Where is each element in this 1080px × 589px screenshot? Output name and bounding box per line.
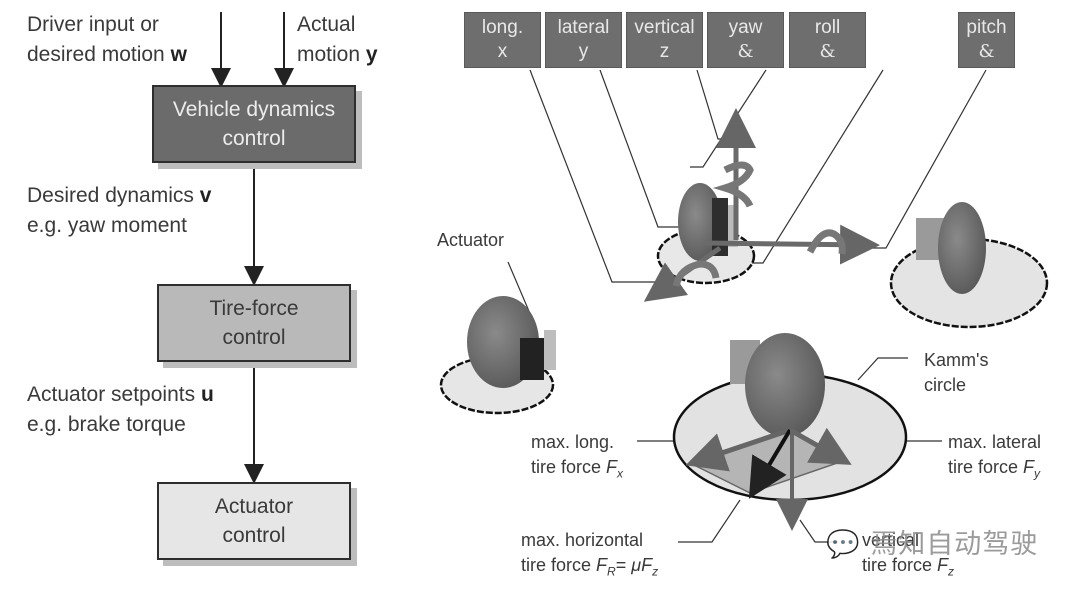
tab-vertical-label: vertical bbox=[634, 17, 695, 38]
var-w: w bbox=[170, 43, 187, 66]
actuator-control-box: Actuator control bbox=[157, 482, 351, 560]
fr-line1: max. horizontal bbox=[521, 530, 644, 550]
fz-line2: tire force bbox=[862, 555, 933, 575]
fr-line2: tire force bbox=[521, 555, 592, 575]
wechat-icon: 💬 bbox=[826, 529, 861, 560]
tab-vertical-symbol: z bbox=[659, 41, 670, 62]
fx-subscript: x bbox=[617, 466, 624, 481]
fx-label: max. long. tire force Fx bbox=[531, 430, 623, 487]
fy-symbol: F bbox=[1023, 457, 1035, 477]
box2-line1: Tire-force bbox=[209, 297, 299, 320]
leader-fr bbox=[678, 499, 741, 543]
fy-label: max. lateral tire force Fy bbox=[948, 430, 1041, 487]
input-w-line2: desired motion bbox=[27, 43, 165, 66]
tab-yaw: yaw & bbox=[707, 12, 784, 68]
fy-line2: tire force bbox=[948, 457, 1019, 477]
input-w-line1: Driver input or bbox=[27, 13, 159, 36]
fz-subscript: z bbox=[948, 564, 955, 579]
tab-pitch-symbol: & bbox=[978, 41, 995, 62]
fx-line2: tire force bbox=[531, 457, 602, 477]
fr-symbol: F bbox=[596, 555, 608, 575]
var-u: u bbox=[200, 383, 214, 406]
signal-u-line1: Actuator setpoints bbox=[27, 383, 196, 406]
fz-symbol: F bbox=[937, 555, 949, 575]
box2-line2: control bbox=[222, 326, 286, 349]
tab-pitch-box: pitch & bbox=[958, 12, 1015, 68]
fr-equals: = bbox=[615, 555, 632, 575]
fx-line1: max. long. bbox=[531, 432, 615, 452]
tab-long-label: long. bbox=[481, 17, 524, 38]
center-wheel bbox=[643, 108, 880, 302]
vehicle-dynamics-control-box: Vehicle dynamics control bbox=[152, 85, 356, 163]
tab-lateral: lateral y bbox=[545, 12, 622, 68]
leader-long bbox=[529, 69, 655, 283]
leader-yaw bbox=[690, 69, 767, 168]
leader-kamm bbox=[857, 357, 908, 381]
fr-mu-fz: μF bbox=[631, 555, 653, 575]
fz-label: vertical tire force Fz bbox=[862, 528, 954, 585]
tab-yaw-label: yaw bbox=[728, 17, 763, 38]
watermark-text: 焉知自动驾驶 bbox=[870, 529, 1039, 560]
box3-line1: Actuator bbox=[214, 495, 294, 518]
var-v: v bbox=[199, 184, 212, 207]
tab-roll: roll & bbox=[789, 12, 866, 68]
box1-line1: Vehicle dynamics bbox=[172, 98, 336, 121]
tab-pitch-label: pitch bbox=[966, 17, 1007, 38]
kamm-wheel bbox=[672, 333, 908, 531]
tab-long: long. x bbox=[464, 12, 541, 68]
leader-vertical bbox=[696, 69, 738, 140]
signal-v-label: Desired dynamics v e.g. yaw moment bbox=[27, 181, 211, 241]
signal-u-line2: e.g. brake torque bbox=[27, 413, 186, 436]
tab-roll-symbol: & bbox=[819, 41, 836, 62]
kamm-line2: circle bbox=[924, 375, 967, 395]
kamm-line1: Kamm's bbox=[924, 350, 989, 370]
fy-subscript: y bbox=[1034, 466, 1041, 481]
input-y-label: Actual motion y bbox=[297, 10, 378, 70]
right-wheel bbox=[889, 202, 1049, 329]
tab-lateral-label: lateral bbox=[557, 17, 610, 38]
tab-roll-label: roll bbox=[814, 17, 841, 38]
actuator-label: Actuator bbox=[437, 230, 505, 250]
watermark: 💬 焉知自动驾驶 bbox=[826, 522, 1038, 561]
fx-symbol: F bbox=[606, 457, 618, 477]
input-y-line1: Actual bbox=[297, 13, 356, 36]
tab-long-symbol: x bbox=[497, 41, 508, 62]
fy-line1: max. lateral bbox=[948, 432, 1042, 452]
tab-lateral-symbol: y bbox=[578, 41, 589, 62]
tab-vertical: vertical z bbox=[626, 12, 703, 68]
var-y: y bbox=[365, 43, 378, 66]
input-w-label: Driver input or desired motion w bbox=[27, 10, 187, 70]
fr-label: max. horizontal tire force FR= μFz bbox=[521, 528, 658, 585]
signal-v-line2: e.g. yaw moment bbox=[27, 214, 187, 237]
fz-line1: vertical bbox=[862, 530, 920, 550]
tab-yaw-symbol: & bbox=[737, 41, 754, 62]
signal-v-line1: Desired dynamics bbox=[27, 184, 194, 207]
input-y-line2: motion bbox=[297, 43, 361, 66]
fr-mu-subscript: z bbox=[652, 564, 659, 579]
leader-roll bbox=[740, 69, 884, 264]
fr-subscript: R bbox=[607, 564, 616, 579]
box3-line2: control bbox=[222, 524, 286, 547]
signal-u-label: Actuator setpoints u e.g. brake torque bbox=[27, 380, 214, 440]
box1-line2: control bbox=[222, 127, 286, 150]
tire-force-control-box: Tire-force control bbox=[157, 284, 351, 362]
actuator-wheel bbox=[439, 296, 556, 415]
kamm-circle-label: Kamm's circle bbox=[924, 348, 988, 398]
